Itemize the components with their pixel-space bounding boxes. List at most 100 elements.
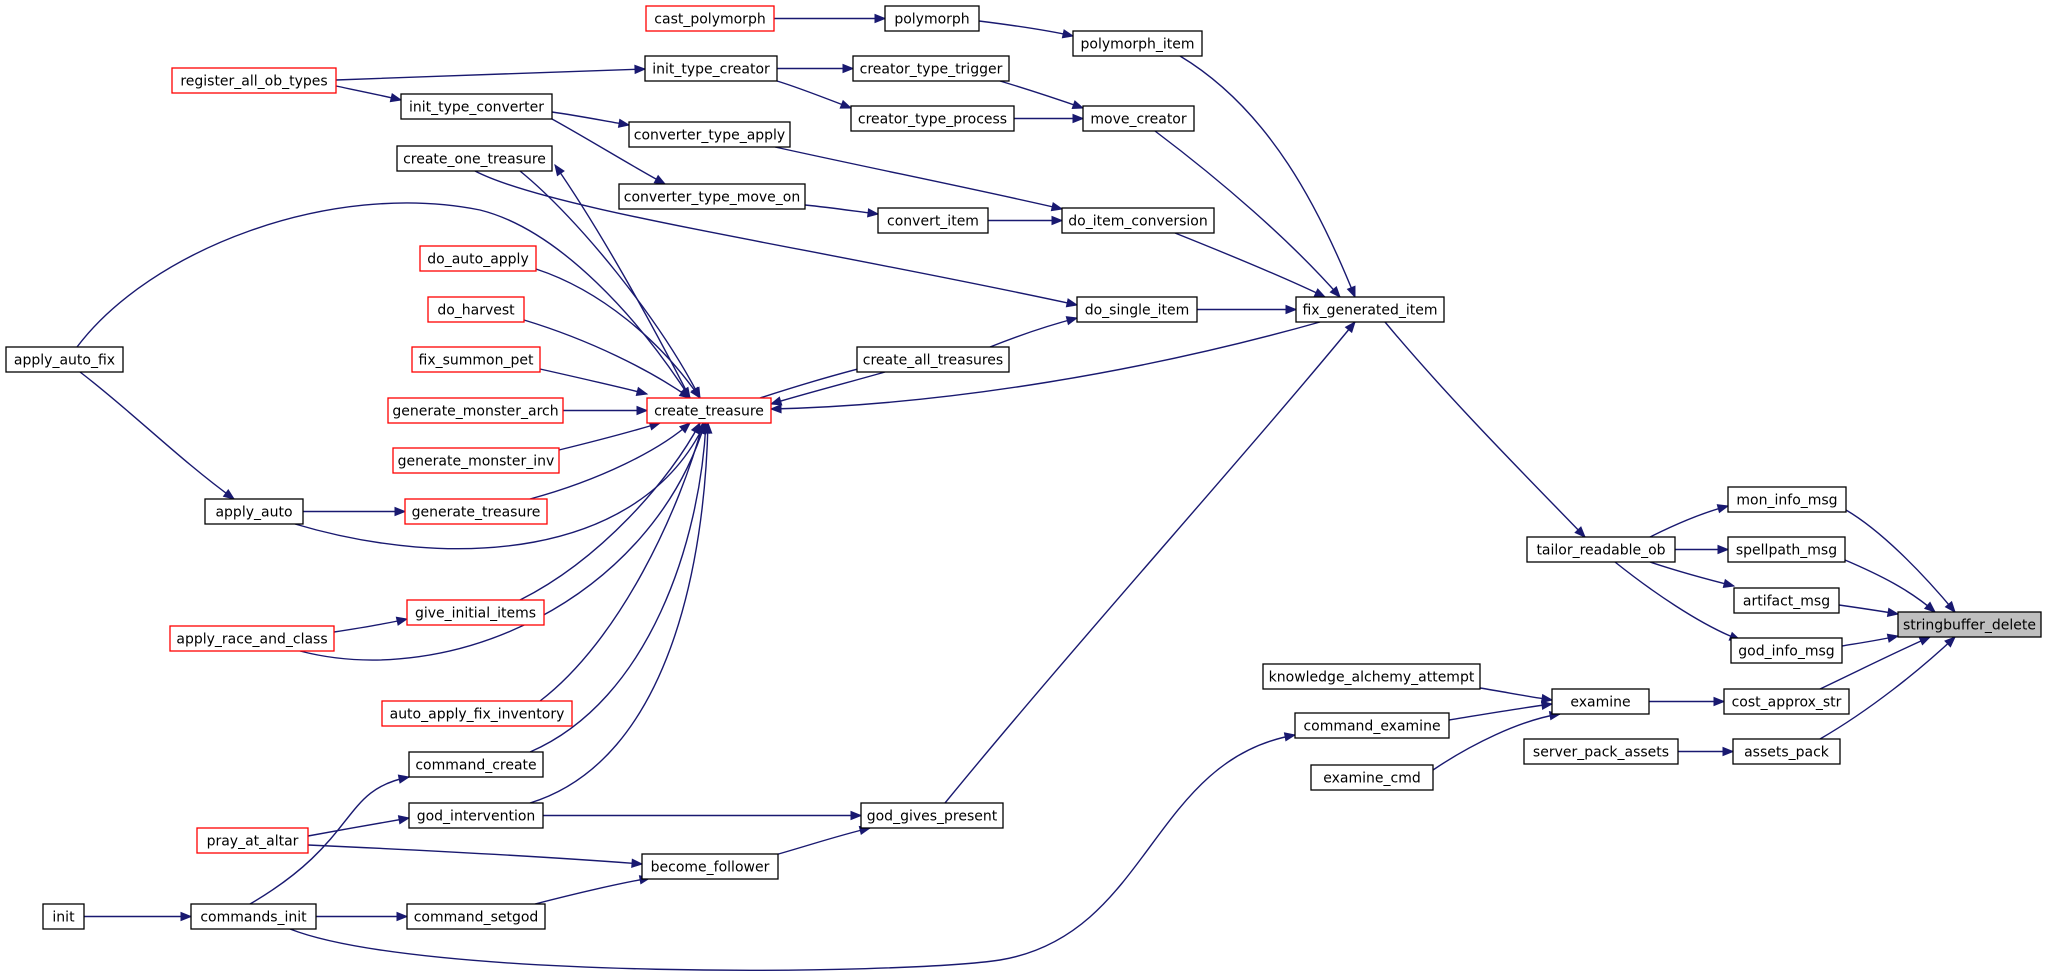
edge-line	[1845, 509, 1956, 613]
node-converter-type-move-on[interactable]: converter_type_move_on	[618, 183, 806, 210]
edge-line	[535, 268, 701, 399]
node-label: server_pack_assets	[1533, 745, 1669, 761]
edge-examine-to-cost_approx_str	[1649, 696, 1726, 707]
arrowhead-icon	[631, 858, 644, 868]
node-artifact-msg[interactable]: artifact_msg	[1733, 587, 1840, 614]
node-create-all-treasures[interactable]: create_all_treasures	[856, 346, 1010, 373]
node-command-examine[interactable]: command_examine	[1294, 712, 1450, 739]
node-polymorph-item[interactable]: polymorph_item	[1072, 30, 1203, 57]
node-register-all-ob-types[interactable]: register_all_ob_types	[171, 67, 337, 94]
node-fix-generated-item[interactable]: fix_generated_item	[1295, 296, 1445, 323]
node-box	[1733, 587, 1840, 614]
arrowhead-icon	[1722, 578, 1736, 589]
node-generate-monster-inv[interactable]: generate_monster_inv	[392, 447, 560, 474]
arrowhead-icon	[769, 396, 783, 406]
arrowhead-icon	[395, 616, 409, 626]
edge-line	[1179, 55, 1356, 298]
arrowhead-icon	[222, 488, 236, 500]
arrowhead-icon	[1313, 288, 1327, 298]
arrowhead-icon	[653, 174, 667, 185]
edge-line	[539, 368, 648, 395]
edge-create_treasure-to-create_one_treasure	[554, 163, 691, 399]
edge-polymorph-to-polymorph_item	[978, 20, 1075, 39]
node-mon-info-msg[interactable]: mon_info_msg	[1727, 486, 1847, 513]
node-examine[interactable]: examine	[1551, 688, 1650, 715]
node-assets-pack[interactable]: assets_pack	[1732, 738, 1841, 765]
node-generate-monster-arch[interactable]: generate_monster_arch	[387, 397, 564, 424]
node-label: assets_pack	[1744, 745, 1830, 761]
node-server-pack-assets[interactable]: server_pack_assets	[1523, 738, 1679, 765]
node-fix-summon-pet[interactable]: fix_summon_pet	[411, 346, 541, 373]
edge-polymorph_item-to-fix_generated_item	[1179, 55, 1356, 299]
node-do-harvest[interactable]: do_harvest	[427, 296, 525, 323]
edge-line	[804, 204, 879, 215]
edge-line	[523, 319, 691, 399]
node-do-single-item[interactable]: do_single_item	[1076, 296, 1198, 323]
node-apply-auto[interactable]: apply_auto	[204, 498, 304, 525]
node-knowledge-alchemy-attempt[interactable]: knowledge_alchemy_attempt	[1262, 663, 1481, 690]
node-creator-type-trigger[interactable]: creator_type_trigger	[852, 55, 1010, 82]
node-stringbuffer-delete[interactable]: stringbuffer_delete	[1897, 611, 2042, 638]
node-box	[628, 121, 791, 148]
node-god-gives-present[interactable]: god_gives_present	[860, 802, 1004, 829]
node-command-setgod[interactable]: command_setgod	[406, 903, 546, 930]
node-box	[387, 397, 564, 424]
edge-line	[551, 118, 666, 185]
edge-god_info_msg-to-stringbuffer_delete	[1841, 633, 1900, 647]
node-converter-type-apply[interactable]: converter_type_apply	[628, 121, 791, 148]
node-init-type-creator[interactable]: init_type_creator	[644, 55, 778, 82]
node-commands-init[interactable]: commands_init	[190, 903, 317, 930]
node-label: examine_cmd	[1323, 771, 1420, 787]
edge-cast_polymorph-to-polymorph	[774, 13, 887, 24]
node-box	[1294, 712, 1450, 739]
node-create-treasure[interactable]: create_treasure	[646, 397, 772, 424]
node-apply-auto-fix[interactable]: apply_auto_fix	[5, 346, 124, 373]
node-command-create[interactable]: command_create	[408, 751, 544, 778]
node-label: spellpath_msg	[1736, 543, 1837, 559]
edge-do_single_item-to-fix_generated_item	[1197, 304, 1298, 315]
arrowhead-icon	[617, 118, 631, 128]
node-label: polymorph_item	[1081, 37, 1195, 53]
arrowhead-icon	[1713, 696, 1726, 707]
edge-line	[1174, 232, 1326, 298]
node-label: stringbuffer_delete	[1903, 618, 2036, 634]
node-label: move_creator	[1090, 112, 1186, 128]
arrowhead-icon	[1944, 600, 1956, 614]
node-god-info-msg[interactable]: god_info_msg	[1730, 637, 1843, 664]
node-do-auto-apply[interactable]: do_auto_apply	[419, 245, 537, 272]
node-god-intervention[interactable]: god_intervention	[408, 802, 544, 829]
node-box	[884, 5, 980, 32]
arrowhead-icon	[1886, 633, 1900, 643]
node-creator-type-process[interactable]: creator_type_process	[850, 105, 1015, 132]
edge-line	[770, 321, 1321, 410]
node-cost-approx-str[interactable]: cost_approx_str	[1723, 688, 1850, 715]
edge-line	[307, 844, 643, 865]
node-polymorph[interactable]: polymorph	[884, 5, 980, 32]
node-create-one-treasure[interactable]: create_one_treasure	[396, 145, 553, 172]
node-cast-polymorph[interactable]: cast_polymorph	[645, 5, 775, 32]
node-auto-apply-fix-inventory[interactable]: auto_apply_fix_inventory	[381, 700, 573, 727]
edge-tailor_readable_ob-to-artifact_msg	[1649, 561, 1736, 589]
node-apply-race-and-class[interactable]: apply_race_and_class	[169, 625, 335, 652]
edge-register_all_ob_types-to-init_type_converter	[335, 85, 403, 103]
node-label: artifact_msg	[1743, 594, 1830, 610]
node-move-creator[interactable]: move_creator	[1082, 105, 1195, 132]
node-generate-treasure[interactable]: generate_treasure	[404, 498, 548, 525]
node-convert-item[interactable]: convert_item	[877, 207, 989, 234]
arrowhead-icon	[1050, 202, 1064, 212]
node-spellpath-msg[interactable]: spellpath_msg	[1727, 536, 1846, 563]
node-box	[1551, 688, 1650, 715]
node-box	[645, 5, 775, 32]
node-init[interactable]: init	[42, 903, 85, 930]
node-label: convert_item	[887, 214, 979, 230]
node-do-item-conversion[interactable]: do_item_conversion	[1061, 207, 1215, 234]
arrowhead-icon	[690, 386, 701, 400]
node-give-initial-items[interactable]: give_initial_items	[406, 599, 545, 626]
node-examine-cmd[interactable]: examine_cmd	[1310, 764, 1434, 791]
node-tailor-readable-ob[interactable]: tailor_readable_ob	[1526, 536, 1676, 563]
node-pray-at-altar[interactable]: pray_at_altar	[196, 827, 309, 854]
node-init-type-converter[interactable]: init_type_converter	[400, 93, 553, 120]
edge-command_examine-to-examine	[1448, 700, 1554, 721]
node-label: init	[52, 910, 75, 926]
node-become-follower[interactable]: become_follower	[641, 853, 779, 880]
